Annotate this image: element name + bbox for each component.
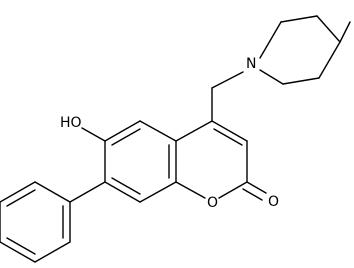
bond	[213, 128, 243, 146]
carbonyl-oxygen-label: O	[268, 194, 279, 210]
bond	[339, 21, 351, 43]
bond	[259, 69, 284, 85]
bond	[69, 181, 106, 203]
bond	[218, 181, 248, 199]
bond	[246, 181, 267, 194]
ring-oxygen-label: O	[207, 195, 218, 211]
bond	[259, 21, 282, 59]
bond	[111, 177, 141, 195]
bond	[211, 120, 248, 142]
bond	[34, 241, 71, 263]
bond	[316, 15, 341, 43]
bond	[139, 120, 177, 142]
bond	[81, 127, 106, 142]
bond	[6, 189, 36, 207]
bond	[282, 77, 320, 85]
nitrogen-label: N	[246, 56, 256, 72]
bond	[280, 15, 318, 23]
bond	[111, 128, 141, 146]
bond	[211, 71, 244, 89]
atom-labels: HO N O O	[60, 56, 279, 211]
bond	[0, 181, 36, 203]
bond	[175, 120, 213, 142]
bonds	[0, 15, 351, 263]
hydroxyl-label: HO	[60, 115, 82, 131]
bond	[34, 181, 71, 203]
bond	[242, 188, 263, 201]
bond	[104, 181, 141, 203]
bond	[0, 241, 36, 263]
bond	[139, 181, 177, 203]
bond	[175, 181, 206, 199]
bond	[6, 237, 36, 255]
bond	[104, 120, 141, 142]
bond	[318, 41, 341, 79]
